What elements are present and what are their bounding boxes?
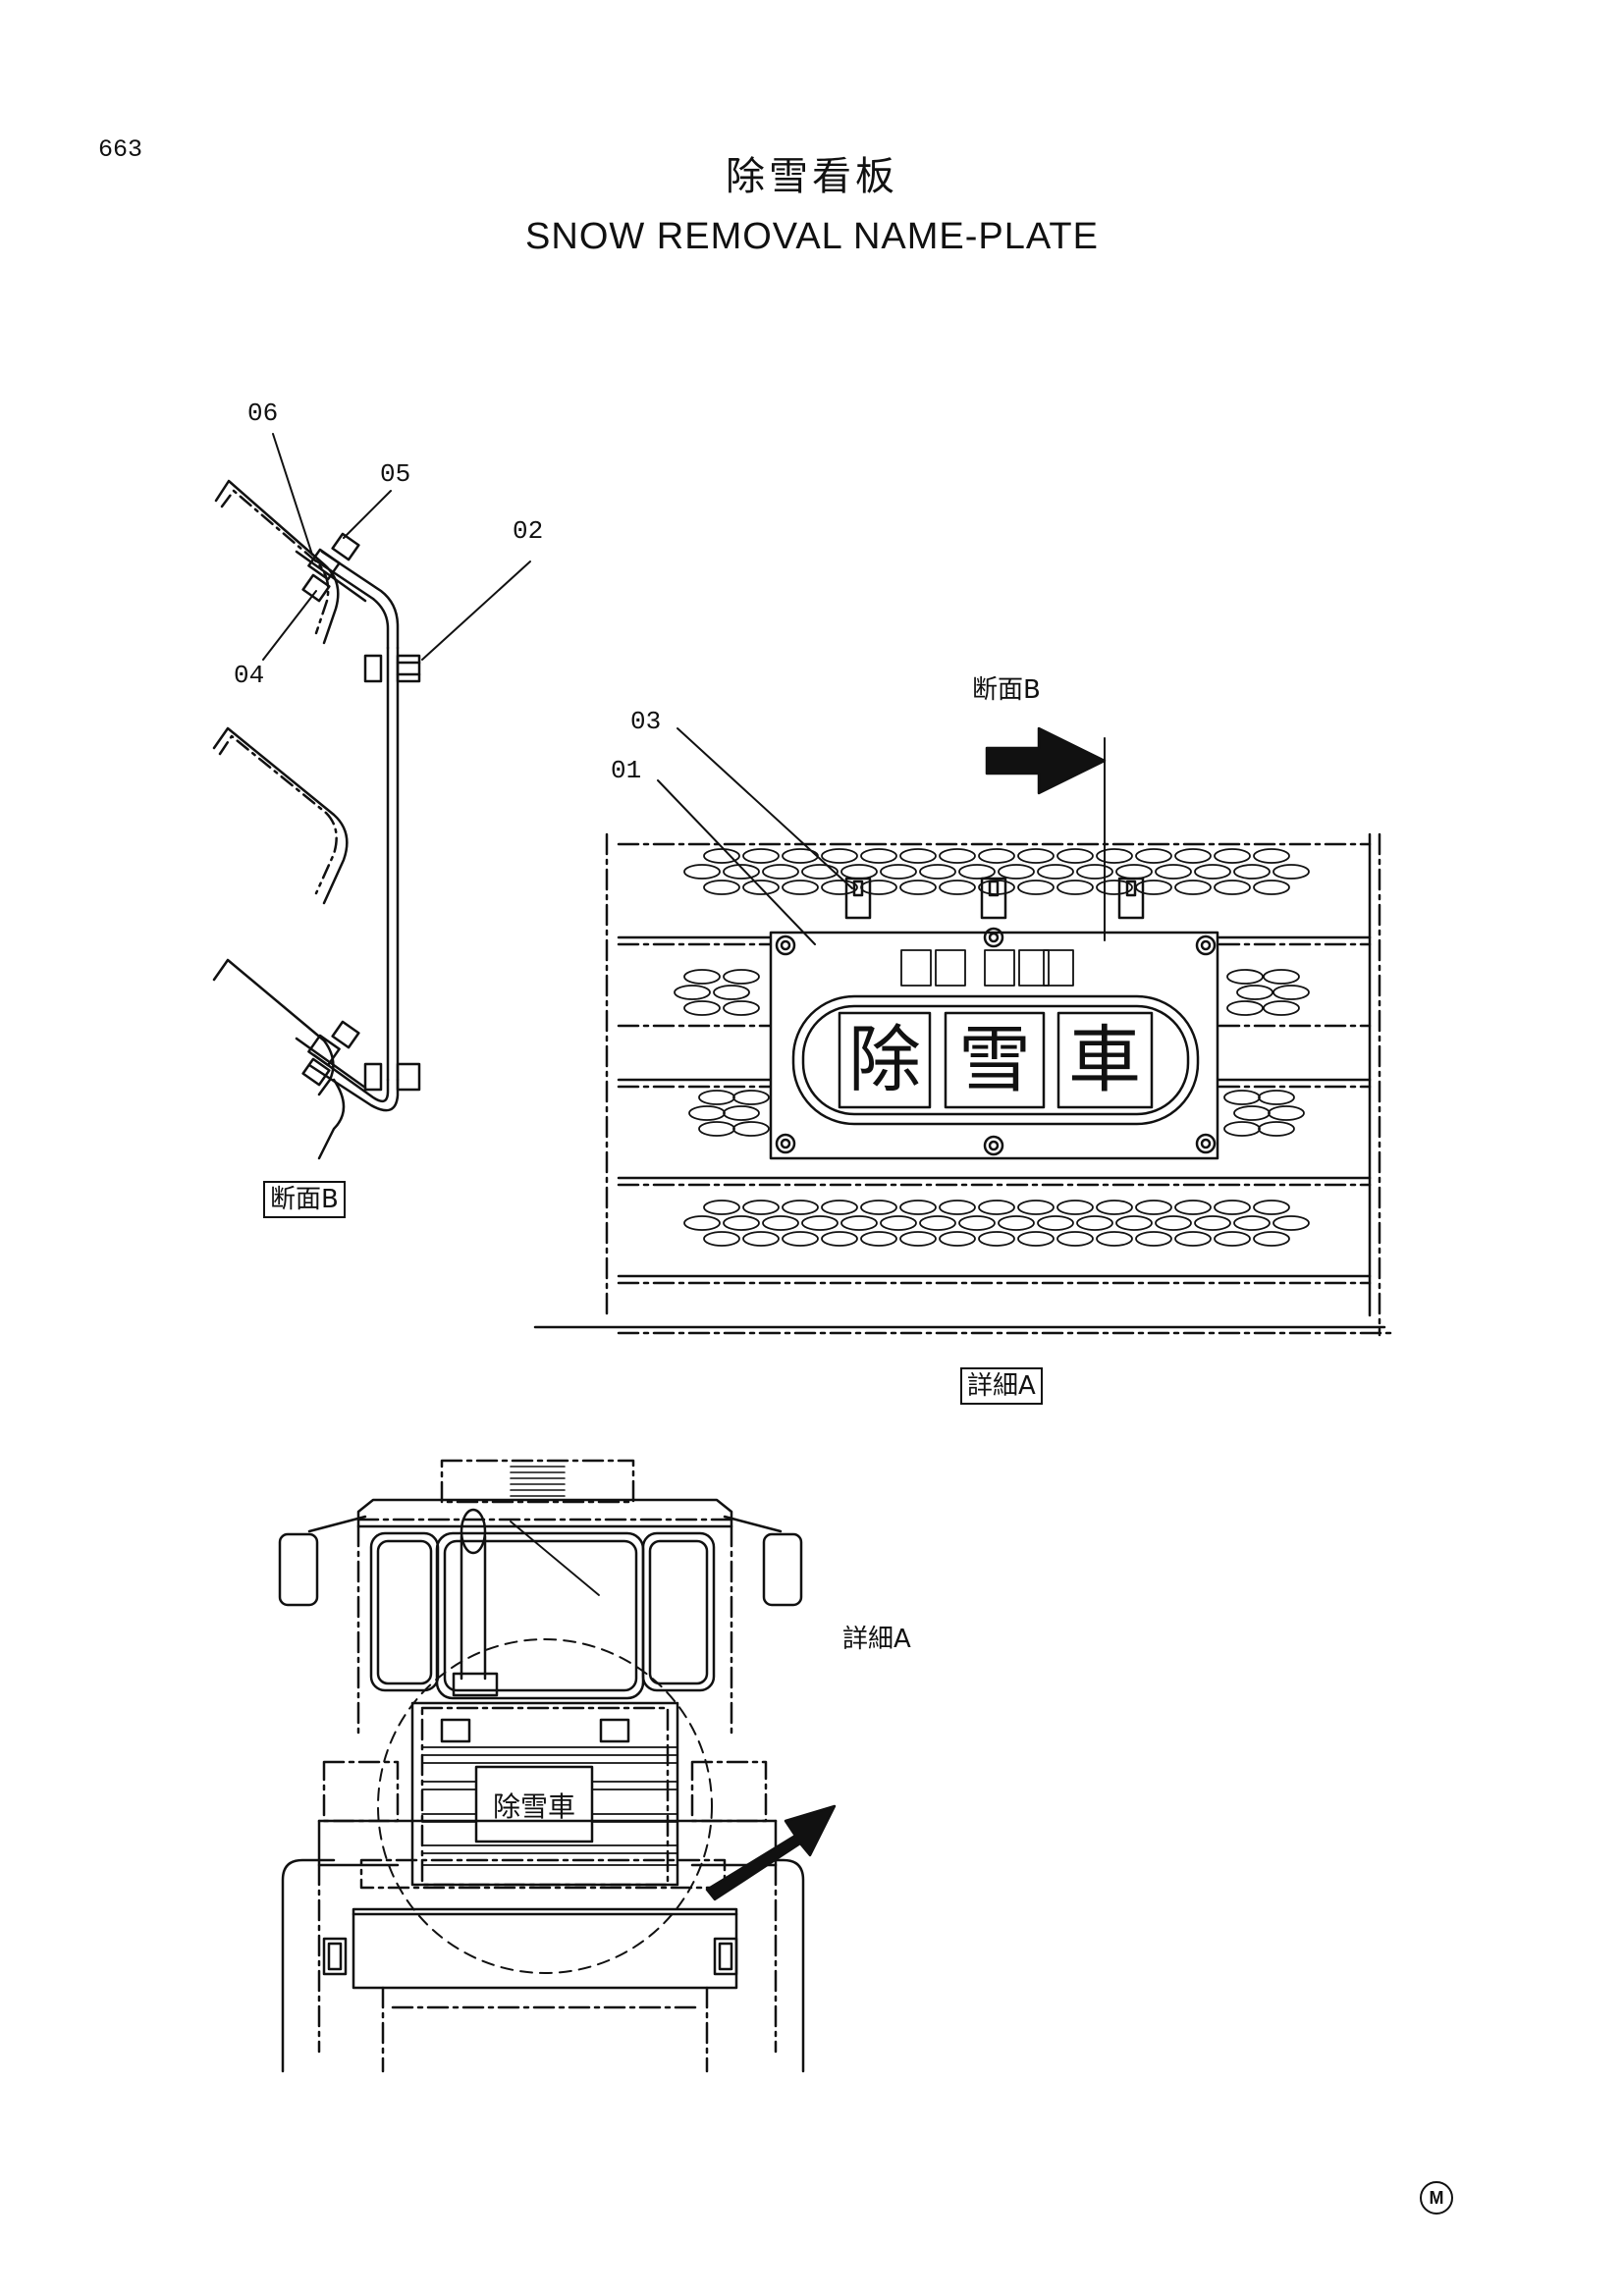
detail-a-label: 詳細A — [960, 1367, 1043, 1405]
detail-a-arrow-label: 詳細A — [842, 1625, 911, 1654]
detail-a-drawing — [533, 726, 1396, 1337]
vehicle-plate-text: 除雪車 — [493, 1790, 575, 1823]
part-label-03: 03 — [630, 707, 662, 736]
page-title-japanese: 除雪看板 — [726, 154, 898, 199]
part-label-04: 04 — [234, 661, 265, 690]
part-label-06: 06 — [247, 399, 279, 428]
part-label-01: 01 — [611, 756, 642, 785]
part-label-05: 05 — [380, 459, 411, 489]
part-label-02: 02 — [513, 516, 544, 546]
detail-plate-char-3: 車 — [1068, 1018, 1141, 1102]
page-title-english: SNOW REMOVAL NAME-PLATE — [525, 216, 1099, 257]
page-number: 663 — [98, 135, 143, 164]
section-b-arrow-label: 断面B — [972, 675, 1041, 705]
vehicle-front-drawing — [278, 1459, 837, 2073]
section-b-drawing — [212, 433, 531, 1160]
detail-plate-char-1: 除 — [848, 1018, 921, 1102]
corner-mark: M — [1420, 2181, 1453, 2215]
detail-plate-char-2: 雪 — [958, 1018, 1031, 1102]
section-b-label: 断面B — [263, 1181, 346, 1218]
